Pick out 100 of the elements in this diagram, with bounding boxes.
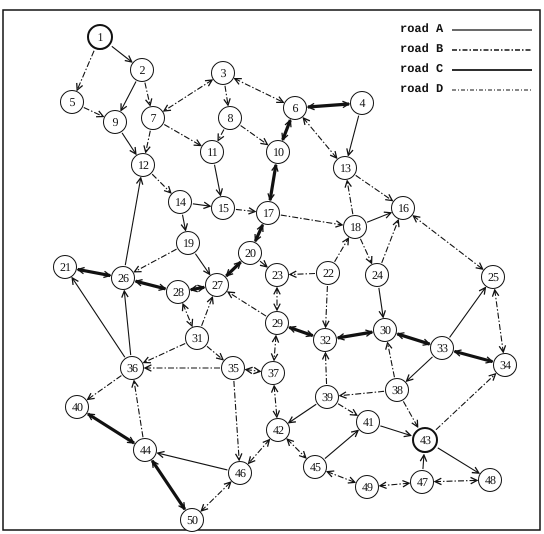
node-circle [265, 263, 289, 287]
node-circle [133, 438, 157, 462]
node-number: 41 [363, 414, 373, 430]
node-number: 18 [350, 220, 360, 234]
arrow [84, 106, 104, 118]
node-number: 33 [437, 340, 447, 356]
node-number: 9 [112, 114, 118, 130]
node-circle [478, 468, 502, 492]
arrow [245, 366, 261, 374]
arrow [378, 288, 386, 318]
arrow [454, 349, 494, 364]
arrow [124, 177, 144, 266]
arrow [366, 212, 392, 223]
arrow [288, 326, 314, 338]
node-circle [266, 140, 290, 164]
node-circle [373, 318, 397, 342]
node-circle [356, 410, 380, 434]
node-circle [211, 61, 235, 85]
node-circle [166, 280, 190, 304]
node-circle [412, 427, 438, 453]
arrow [437, 447, 480, 474]
node-number: 43 [420, 432, 430, 448]
arrow [143, 130, 151, 153]
node-number: 5 [70, 94, 74, 110]
node-circle [200, 140, 224, 164]
node-circle [60, 90, 84, 114]
node-circle [350, 91, 374, 115]
arrow [259, 260, 268, 268]
node-number: 1 [98, 30, 102, 44]
arrow [385, 342, 395, 378]
node-number: 31 [192, 330, 202, 346]
arrow [339, 390, 384, 399]
node-circle [303, 455, 327, 479]
node-number: 25 [488, 270, 498, 284]
node-circle [385, 378, 409, 402]
node-circle [343, 215, 367, 239]
arrow [346, 115, 360, 156]
arrow [150, 460, 186, 510]
node-number: 34 [500, 358, 510, 372]
arrow [164, 124, 202, 146]
node-number: 14 [175, 194, 185, 210]
arrow [121, 290, 132, 356]
arrow [379, 480, 410, 490]
arrow [381, 219, 400, 264]
node-number: 10 [273, 144, 283, 160]
node-circle [481, 265, 505, 289]
node-number: 44 [140, 442, 150, 458]
arrow [190, 284, 205, 292]
node-number: 32 [320, 332, 330, 348]
node-circle [333, 156, 357, 180]
node-number: 17 [263, 206, 273, 220]
node-number: 26 [118, 270, 128, 286]
node-circle [131, 153, 155, 177]
arrow [223, 86, 231, 106]
arrow [492, 289, 506, 353]
node-number: 47 [417, 474, 427, 490]
arrow [144, 82, 152, 106]
arrow [200, 481, 232, 512]
node-number: 49 [362, 480, 372, 494]
arrow [302, 117, 338, 159]
arrow [286, 438, 306, 458]
node-number: 35 [228, 360, 238, 376]
node-number: 39 [322, 390, 332, 404]
arrow [307, 100, 350, 110]
node-circle [65, 395, 89, 419]
node-circle [265, 311, 289, 335]
arrow [233, 380, 243, 461]
arrow [436, 373, 496, 430]
arrow [143, 342, 186, 364]
node-circle [410, 470, 434, 494]
arrow [144, 364, 220, 372]
node-number: 23 [272, 268, 282, 282]
arrow [326, 470, 356, 484]
arrow [273, 287, 281, 311]
node-number: 50 [187, 512, 197, 528]
arrow [225, 260, 242, 278]
node-circle [103, 110, 127, 134]
node-number: 7 [150, 110, 156, 126]
arrow [280, 214, 343, 228]
node-circle [430, 336, 454, 360]
arrow [111, 46, 132, 63]
node-circle [141, 106, 165, 130]
legend-label: road B [400, 42, 444, 56]
arrow [324, 430, 359, 459]
node-number: 45 [310, 460, 320, 474]
arrow [157, 450, 228, 470]
node-number: 46 [235, 466, 245, 480]
arrow [380, 425, 412, 438]
arrow [120, 81, 136, 112]
arrow [217, 129, 225, 142]
node-number: 3 [220, 66, 226, 80]
node-circle [315, 385, 339, 409]
node-number: 6 [292, 100, 298, 116]
node-number: 15 [218, 200, 228, 216]
node-circle [87, 24, 113, 50]
arrow [322, 286, 330, 328]
arrow [281, 119, 292, 141]
arrow [240, 125, 268, 146]
node-circle [355, 475, 379, 499]
node-number: 37 [268, 366, 278, 380]
